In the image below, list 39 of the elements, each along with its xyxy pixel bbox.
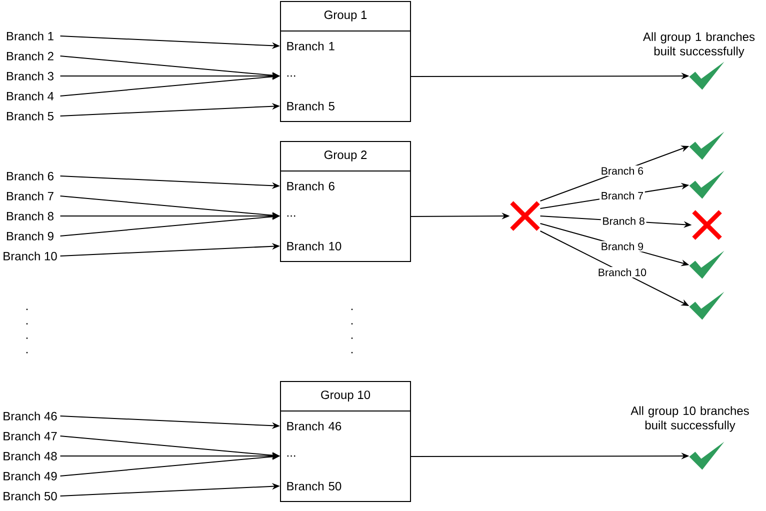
edge-label: Branch 10 [596, 267, 648, 278]
edge-label: Branch 7 [600, 190, 645, 201]
check-icon [689, 292, 724, 320]
branch-label: Branch 49 [4, 472, 57, 480]
list-item: Branch 1 [287, 42, 334, 50]
list-item: Branch 10 [287, 242, 342, 250]
list-item: ... [287, 455, 296, 457]
branch-label: Branch 9 [6, 232, 54, 240]
vertical-ellipsis: . . . . [351, 308, 353, 354]
check-icon [689, 170, 724, 199]
branch-label: Branch 5 [6, 112, 54, 120]
list-item: ... [287, 215, 296, 217]
status-caption: All group 1 branches built successfully [643, 32, 755, 58]
branch-label: Branch 8 [6, 212, 54, 220]
branch-label: Branch 6 [6, 172, 54, 180]
vertical-ellipsis: . . . . [26, 308, 28, 354]
list-item: Branch 46 [287, 422, 342, 430]
list-item: Branch 6 [287, 182, 334, 190]
branch-label: Branch 7 [6, 192, 54, 200]
cross-icon [510, 201, 540, 231]
edge-label: Branch 9 [600, 241, 645, 252]
check-icon [689, 250, 724, 279]
branch-label: Branch 46 [4, 412, 57, 420]
branch-label: Branch 50 [4, 492, 57, 500]
branch-label: Branch 2 [6, 52, 54, 60]
status-caption: All group 10 branches built successfully [630, 406, 749, 432]
list-item: Branch 5 [287, 102, 334, 110]
branch-label: Branch 47 [4, 432, 57, 440]
cross-icon [692, 210, 722, 240]
branch-label: Branch 3 [6, 72, 54, 80]
branch-label: Branch 48 [4, 452, 57, 460]
branch-label: Branch 1 [6, 32, 54, 40]
list-item: Branch 50 [287, 482, 342, 490]
branch-label: Branch 4 [6, 92, 54, 100]
check-icon [689, 132, 724, 160]
list-item: ... [287, 75, 296, 77]
edge-label: Branch 6 [600, 166, 645, 176]
edge-label: Branch 8 [600, 216, 646, 226]
branch-label: Branch 10 [4, 252, 57, 260]
